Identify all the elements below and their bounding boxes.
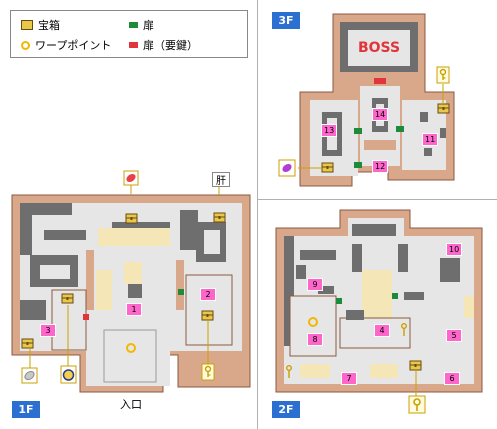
room-label-1: 1 (126, 303, 142, 316)
room-label-3: 3 (40, 324, 56, 337)
warp-point-2f (308, 317, 318, 327)
panel-divider-horizontal (257, 199, 497, 200)
legend-door: 扉 (129, 17, 154, 33)
locked-door-icon (129, 42, 138, 48)
room-label-14: 14 (372, 108, 389, 121)
panel-divider-vertical (257, 0, 258, 429)
medal-icon (60, 365, 77, 384)
room-label-11: 11 (422, 133, 439, 146)
room-label-10: 10 (446, 243, 463, 256)
grey-stone-icon (21, 367, 38, 384)
room-label-7: 7 (341, 372, 357, 385)
key-icon-2f-b (286, 365, 293, 378)
room-label-2: 2 (200, 288, 216, 301)
floor-badge-1f: 1F (12, 401, 40, 418)
room-label-6: 6 (444, 372, 460, 385)
golden-key-icon (408, 395, 426, 414)
room-label-12: 12 (372, 160, 389, 173)
key-icon-3f (436, 66, 450, 84)
legend-locked-door-label: 扉（要鍵） (143, 39, 198, 52)
legend-chest: 宝箱 (21, 17, 60, 33)
warp-point-1f (126, 343, 136, 353)
legend-chest-label: 宝箱 (38, 19, 60, 32)
room-label-4: 4 (374, 324, 390, 337)
legend-warp-label: ワープポイント (35, 39, 112, 52)
room-label-9: 9 (307, 278, 323, 291)
floor-1f-map (11, 170, 251, 393)
warp-icon (21, 40, 30, 50)
key-icon-2f-a (401, 323, 408, 336)
floor-badge-3f: 3F (272, 12, 300, 29)
door-icon (129, 22, 138, 28)
room-label-13: 13 (321, 124, 338, 137)
key-icon-1f (201, 363, 215, 381)
room-label-8: 8 (307, 333, 323, 346)
room-label-5: 5 (446, 329, 462, 342)
legend-door-label: 扉 (143, 19, 154, 32)
chest-icon (21, 20, 33, 30)
map-legend: 宝箱 ワープポイント 扉 扉（要鍵） (10, 10, 248, 58)
legend-locked-door: 扉（要鍵） (129, 37, 198, 53)
entrance-label: 入口 (120, 398, 142, 411)
purple-gem-icon (278, 159, 296, 177)
floor-badge-2f: 2F (272, 401, 300, 418)
liver-label: 肝 (212, 172, 230, 187)
boss-label: BOSS (357, 40, 401, 56)
legend-warp: ワープポイント (21, 37, 111, 53)
red-gem-icon (123, 170, 139, 186)
